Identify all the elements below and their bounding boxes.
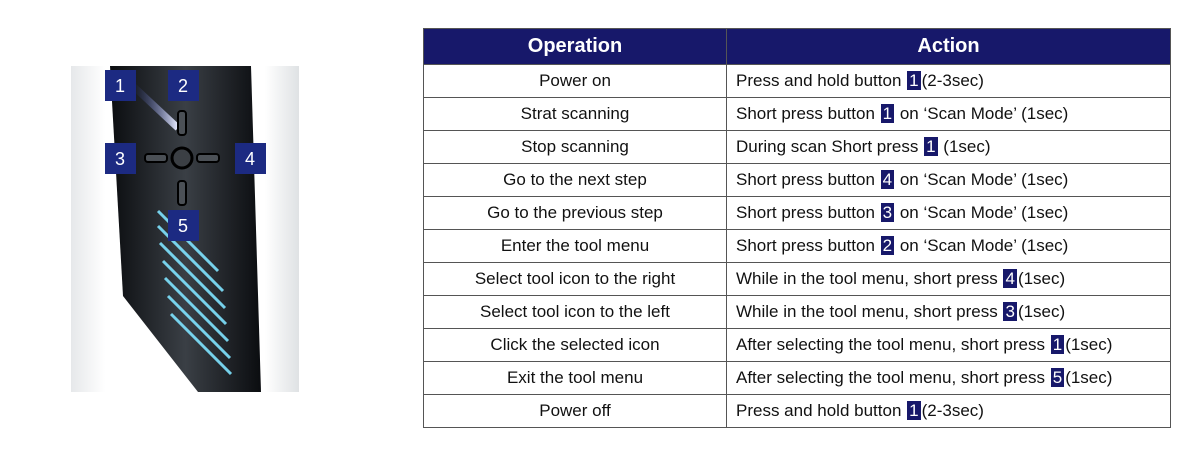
action-cell: Short press button 3 on ‘Scan Mode’ (1se…	[726, 196, 1171, 230]
operation-cell: Strat scanning	[423, 97, 727, 131]
operation-cell: Stop scanning	[423, 130, 727, 164]
operation-cell: Select tool icon to the right	[423, 262, 727, 296]
label-2	[168, 70, 199, 101]
label-1-text: 1	[115, 76, 125, 96]
action-text: During scan Short press	[736, 137, 924, 156]
label-5-text: 5	[178, 216, 188, 236]
operation-cell: Go to the previous step	[423, 196, 727, 230]
action-text-suffix: (1sec)	[1065, 335, 1113, 354]
action-text-suffix: (1sec)	[938, 137, 991, 156]
action-text-suffix: (1sec)	[1017, 269, 1066, 288]
action-text: Short press button	[736, 236, 880, 255]
button-badge: 1	[924, 137, 938, 156]
operation-cell: Click the selected icon	[423, 328, 727, 362]
button-badge: 1	[1050, 335, 1065, 354]
label-4-text: 4	[245, 149, 255, 169]
table-row: Strat scanning Short press button 1 on ‘…	[423, 97, 1171, 131]
action-text: While in the tool menu, short press	[736, 269, 1003, 288]
operation-cell: Select tool icon to the left	[423, 295, 727, 329]
scanner-device-illustration: 1 2 3 4 5	[71, 66, 299, 392]
label-2-text: 2	[178, 76, 188, 96]
label-1	[105, 70, 136, 101]
header-action: Action	[726, 28, 1171, 65]
button-badge: 4	[1003, 269, 1017, 288]
button-badge: 2	[880, 236, 895, 255]
operation-cell: Power on	[423, 64, 727, 98]
action-text: While in the tool menu, short press	[736, 302, 1003, 321]
button-badge: 4	[880, 170, 895, 189]
button-badge: 3	[1003, 302, 1017, 321]
button-badge: 1	[907, 71, 921, 90]
action-text-suffix: on ‘Scan Mode’ (1sec)	[895, 170, 1069, 189]
table-row: Select tool icon to the left While in th…	[423, 295, 1171, 329]
label-5	[168, 210, 199, 241]
action-text: After selecting the tool menu, short pre…	[736, 368, 1050, 387]
action-cell: Short press button 1 on ‘Scan Mode’ (1se…	[726, 97, 1171, 131]
table-row: Go to the previous step Short press butt…	[423, 196, 1171, 230]
action-cell: Press and hold button 1(2-3sec)	[726, 64, 1171, 98]
table-row: Exit the tool menu After selecting the t…	[423, 361, 1171, 395]
header-operation: Operation	[423, 28, 727, 65]
action-text-suffix: (2-3sec)	[921, 71, 984, 90]
label-3-text: 3	[115, 149, 125, 169]
action-text: Short press button	[736, 170, 880, 189]
action-text: Press and hold button	[736, 71, 907, 90]
table-row: Click the selected icon After selecting …	[423, 328, 1171, 362]
table-row: Stop scanning During scan Short press 1 …	[423, 130, 1171, 164]
table-row: Enter the tool menu Short press button 2…	[423, 229, 1171, 263]
action-text-suffix: on ‘Scan Mode’ (1sec)	[895, 236, 1069, 255]
action-cell: Short press button 4 on ‘Scan Mode’ (1se…	[726, 163, 1171, 197]
operations-table: Operation Action Power on Press and hold…	[423, 28, 1171, 428]
operation-cell: Enter the tool menu	[423, 229, 727, 263]
action-cell: While in the tool menu, short press 4(1s…	[726, 262, 1171, 296]
table-row: Select tool icon to the right While in t…	[423, 262, 1171, 296]
action-cell: After selecting the tool menu, short pre…	[726, 361, 1171, 395]
action-cell: After selecting the tool menu, short pre…	[726, 328, 1171, 362]
action-text: Press and hold button	[736, 401, 907, 420]
label-4	[235, 143, 266, 174]
table-row: Go to the next step Short press button 4…	[423, 163, 1171, 197]
action-text-suffix: (1sec)	[1017, 302, 1066, 321]
button-badge: 3	[880, 203, 895, 222]
table-row: Power on Press and hold button 1(2-3sec)	[423, 64, 1171, 98]
button-badge: 1	[907, 401, 921, 420]
action-text: Short press button	[736, 104, 880, 123]
operation-cell: Exit the tool menu	[423, 361, 727, 395]
action-text-suffix: (1sec)	[1065, 368, 1113, 387]
action-text-suffix: on ‘Scan Mode’ (1sec)	[895, 203, 1069, 222]
action-cell: During scan Short press 1 (1sec)	[726, 130, 1171, 164]
button-badge: 5	[1050, 368, 1065, 387]
action-text-suffix: (2-3sec)	[921, 401, 984, 420]
action-text: After selecting the tool menu, short pre…	[736, 335, 1050, 354]
table-row: Power off Press and hold button 1(2-3sec…	[423, 394, 1171, 428]
button-badge: 1	[880, 104, 895, 123]
action-text-suffix: on ‘Scan Mode’ (1sec)	[895, 104, 1069, 123]
action-cell: While in the tool menu, short press 3(1s…	[726, 295, 1171, 329]
action-cell: Press and hold button 1(2-3sec)	[726, 394, 1171, 428]
action-text: Short press button	[736, 203, 880, 222]
operation-cell: Power off	[423, 394, 727, 428]
label-3	[105, 143, 136, 174]
action-cell: Short press button 2 on ‘Scan Mode’ (1se…	[726, 229, 1171, 263]
operation-cell: Go to the next step	[423, 163, 727, 197]
